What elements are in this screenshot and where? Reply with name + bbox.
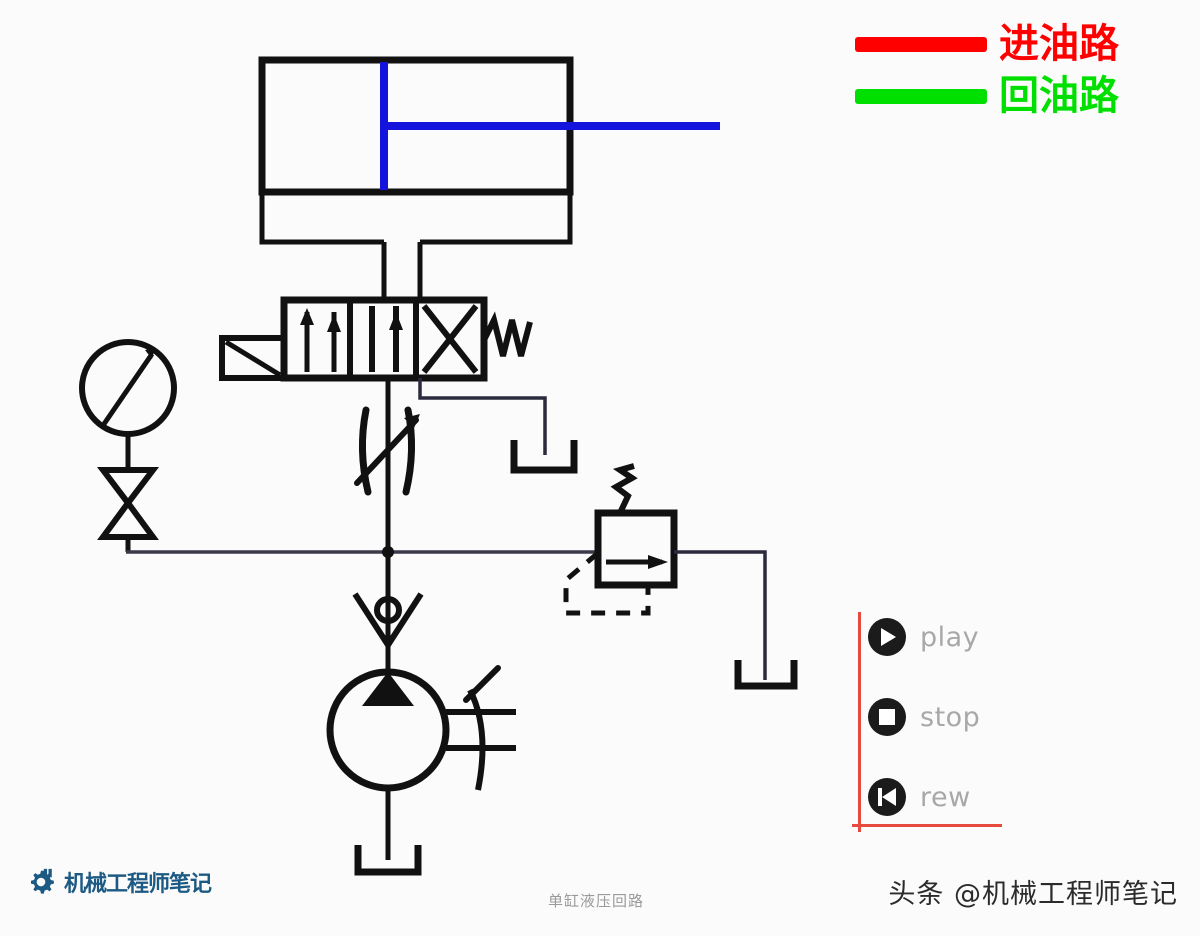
stop-icon[interactable]	[868, 698, 906, 736]
throttle-valve	[354, 406, 420, 496]
tank-valve-return	[510, 440, 578, 474]
legend: 进油路 回油路	[855, 18, 1185, 122]
rewind-glyph	[878, 788, 896, 806]
stop-label: stop	[920, 701, 981, 733]
stop-square-glyph	[879, 709, 895, 725]
brand-logo-text: 机械工程师笔记	[64, 872, 212, 897]
brand-logo: 机械工程师笔记	[26, 866, 212, 898]
check-valve	[352, 552, 424, 672]
rewind-icon[interactable]	[868, 778, 906, 816]
valve-tank-line	[418, 378, 547, 455]
relief-valve-spring	[610, 463, 638, 515]
valve-return-spring	[481, 311, 533, 357]
stop-control-row[interactable]: stop	[868, 698, 980, 736]
media-horizontal-rule	[852, 824, 1002, 827]
rewind-label: rew	[920, 781, 971, 813]
valve-body	[280, 296, 488, 382]
tank-relief-return	[734, 660, 798, 690]
media-vertical-rule	[858, 612, 861, 832]
legend-row-return: 回油路	[855, 70, 1185, 122]
gear-icon	[30, 868, 54, 894]
cylinder-port-b-line	[420, 192, 573, 245]
manifold-line	[126, 546, 600, 558]
relief-valve-pilot-line	[563, 551, 651, 616]
shutoff-valve	[96, 467, 160, 552]
hydraulic-pump	[326, 668, 450, 860]
directional-control-valve	[219, 296, 533, 382]
pump-flow-triangle	[362, 672, 414, 706]
diagram-caption: 单缸液压回路	[548, 892, 645, 910]
return-oil-label: 回油路	[999, 73, 1119, 119]
tank-pump-suction	[354, 845, 422, 876]
drive-motor	[446, 665, 516, 791]
watermark-text: 头条 @机械工程师笔记	[888, 879, 1178, 910]
play-triangle-glyph	[881, 628, 896, 646]
play-icon[interactable]	[868, 618, 906, 656]
play-label: play	[920, 621, 980, 653]
inlet-oil-label: 进油路	[999, 21, 1119, 67]
media-controls-panel: play stop rew	[852, 612, 1012, 838]
legend-row-inlet: 进油路	[855, 18, 1185, 70]
valve-port-lines	[385, 378, 547, 552]
inlet-oil-bar	[855, 36, 987, 52]
pressure-gauge	[79, 339, 177, 470]
relief-valve	[563, 463, 767, 680]
cylinder-port-a-line	[259, 192, 384, 245]
rewind-control-row[interactable]: rew	[868, 778, 971, 816]
play-control-row[interactable]: play	[868, 618, 979, 656]
return-oil-bar	[855, 88, 987, 104]
hydraulic-cylinder	[258, 56, 720, 300]
